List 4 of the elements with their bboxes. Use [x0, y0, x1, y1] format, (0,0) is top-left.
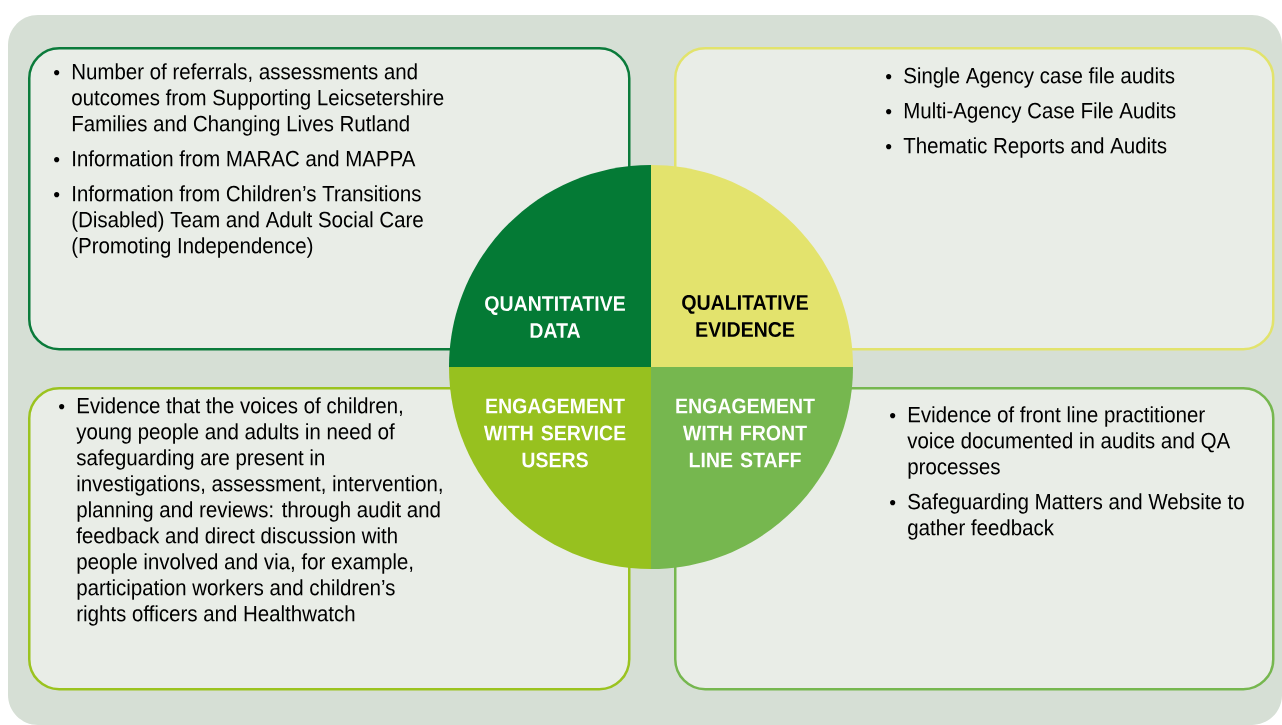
quadrant-segment: ENGAGEMENT WITH SERVICE USERS	[449, 367, 651, 569]
quadrant-segment: ENGAGEMENT WITH FRONT LINE STAFF	[651, 367, 853, 569]
quadrant-segment: QUANTITATIVE DATA	[449, 165, 651, 367]
quadrant-segment: QUALITATIVE EVIDENCE	[651, 165, 853, 367]
